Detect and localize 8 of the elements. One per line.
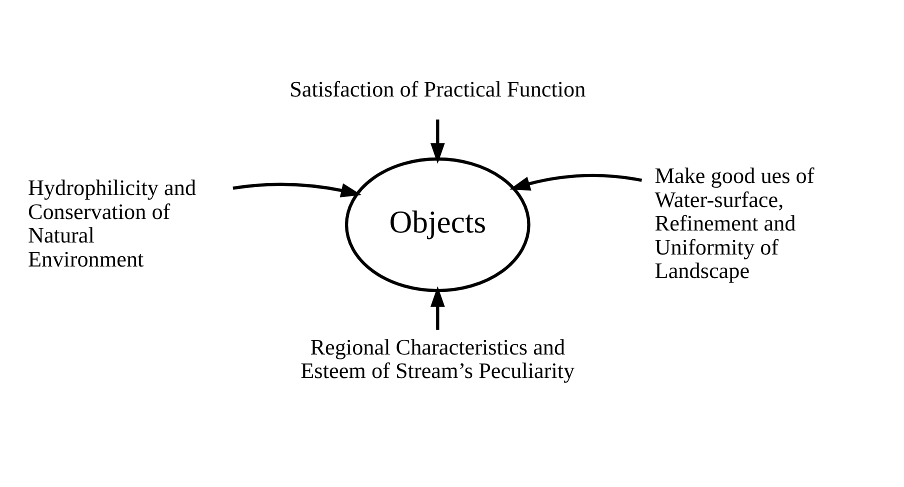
node-text: Regional Characteristics and Esteem of Stream’s Peculiarity bbox=[300, 334, 575, 384]
arrow bbox=[430, 286, 445, 330]
node-text: Hydrophilicity and Conservation of Natural Environment bbox=[28, 175, 196, 272]
arrow bbox=[510, 174, 642, 191]
node-text: Satisfaction of Practical Function bbox=[290, 76, 586, 102]
arrow bbox=[232, 182, 362, 198]
node-text: Make good ues of Water-surface, Refinement and Uniformity of Landscape bbox=[654, 163, 814, 284]
arrow bbox=[430, 120, 445, 164]
